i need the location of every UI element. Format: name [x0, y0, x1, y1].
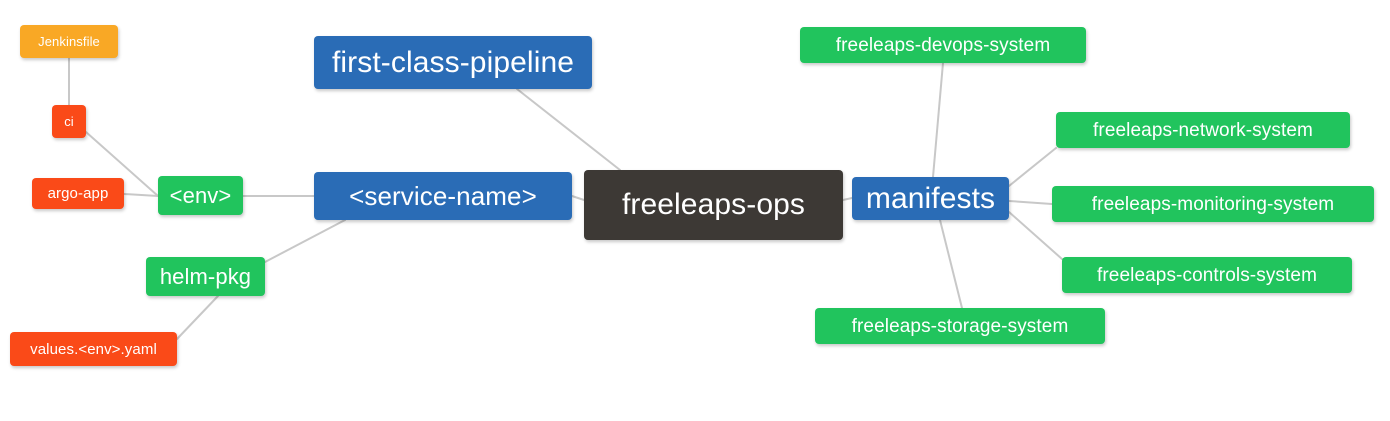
node-label: freeleaps-network-system — [1093, 119, 1313, 141]
node-label: helm-pkg — [159, 263, 252, 289]
node-label: freeleaps-devops-system — [835, 34, 1051, 56]
node-label: manifests — [865, 181, 996, 215]
edge-manifests-network — [1008, 147, 1057, 187]
node-label: freeleaps-controls-system — [1096, 264, 1318, 286]
node-pipeline[interactable]: first-class-pipeline — [314, 36, 592, 89]
node-network[interactable]: freeleaps-network-system — [1056, 112, 1350, 148]
node-jenkinsfile[interactable]: Jenkinsfile — [20, 25, 118, 58]
edge-manifests-monitoring — [1008, 200, 1053, 205]
edge-freeleaps-ops-manifests — [842, 197, 853, 201]
node-freeleaps-ops[interactable]: freeleaps-ops — [584, 170, 843, 240]
node-label: first-class-pipeline — [331, 45, 575, 79]
node-label: <service-name> — [349, 181, 537, 211]
node-label: argo-app — [47, 185, 109, 202]
node-devops[interactable]: freeleaps-devops-system — [800, 27, 1086, 63]
node-helm-pkg[interactable]: helm-pkg — [146, 257, 265, 296]
node-service-name[interactable]: <service-name> — [314, 172, 572, 220]
node-label: ci — [64, 114, 74, 129]
node-monitoring[interactable]: freeleaps-monitoring-system — [1052, 186, 1374, 222]
node-ci[interactable]: ci — [52, 105, 86, 138]
edge-pipeline-freeleaps-ops — [516, 88, 621, 171]
edge-argo-app-env — [123, 193, 159, 197]
edge-helm-pkg-service-name — [264, 219, 346, 263]
node-label: Jenkinsfile — [38, 34, 100, 49]
node-label: freeleaps-monitoring-system — [1091, 193, 1335, 215]
node-env[interactable]: <env> — [158, 176, 243, 215]
node-label: values.<env>.yaml — [30, 340, 157, 358]
node-label: <env> — [169, 182, 232, 208]
node-manifests[interactable]: manifests — [852, 177, 1009, 220]
node-controls[interactable]: freeleaps-controls-system — [1062, 257, 1352, 293]
node-values-yaml[interactable]: values.<env>.yaml — [10, 332, 177, 366]
node-label: freeleaps-ops — [621, 188, 806, 221]
edge-service-name-freeleaps-ops — [571, 195, 585, 201]
edge-values-yaml-helm-pkg — [176, 295, 219, 340]
edge-manifests-devops — [932, 62, 944, 178]
edge-manifests-storage — [939, 219, 963, 309]
node-label: freeleaps-storage-system — [851, 315, 1069, 337]
node-storage[interactable]: freeleaps-storage-system — [815, 308, 1105, 344]
node-argo-app[interactable]: argo-app — [32, 178, 124, 209]
